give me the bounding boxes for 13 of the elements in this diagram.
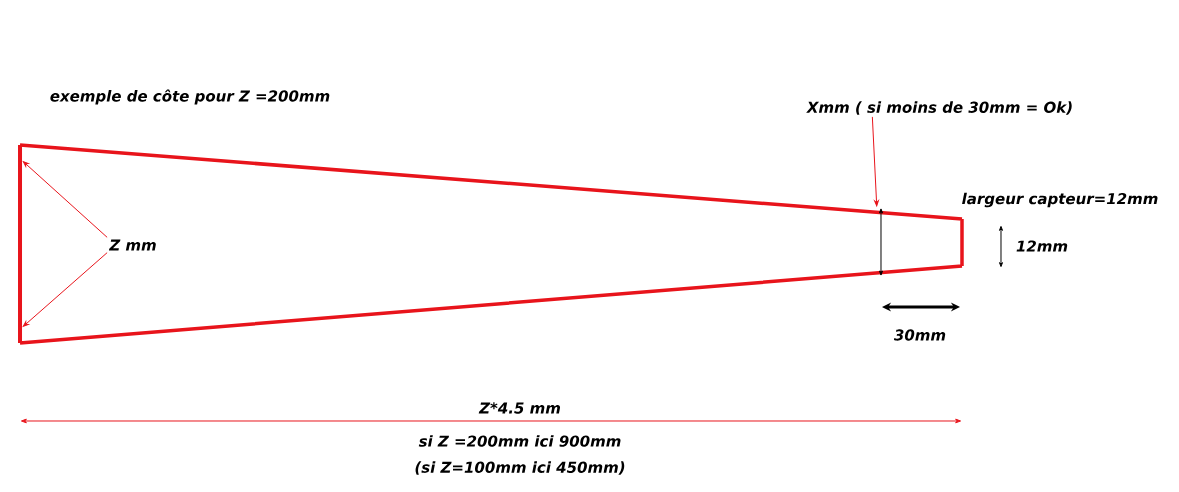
note: si Z =200mm ici 900mm <box>418 435 621 447</box>
leader-line <box>22 161 108 238</box>
leader-line <box>871 116 879 207</box>
sensor-label: largeur capteur=12mm <box>962 192 1158 208</box>
node-label: Xmm ( si moins de 30mm = Ok) <box>806 101 1072 115</box>
note: exemple de côte pour Z =200mm <box>50 89 330 105</box>
dimension-label: 30mm <box>893 329 946 341</box>
dimension-label: Z*4.5 mm <box>478 402 561 414</box>
dimension-label: 12mm <box>1016 240 1068 252</box>
node-label: Z mm <box>108 239 156 251</box>
dimension-arrow <box>879 208 883 276</box>
note: (si Z=100mm ici 450mm) <box>415 461 625 475</box>
leader-line <box>22 252 108 327</box>
